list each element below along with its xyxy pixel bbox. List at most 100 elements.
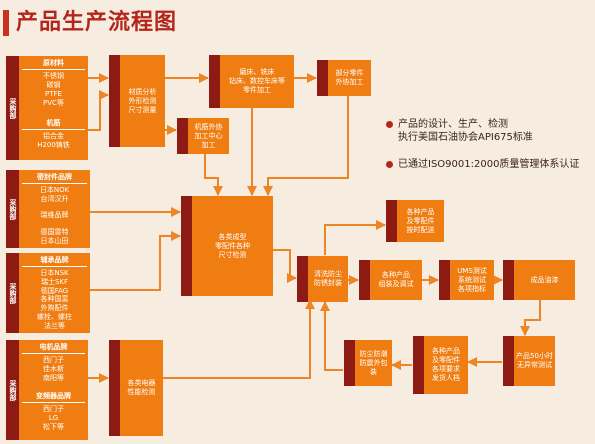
- dept-qc-label: 质检部: [111, 90, 119, 112]
- section-heading: 变频器品牌: [22, 392, 85, 403]
- dept-outsource-label: 外协部: [179, 125, 187, 147]
- arrow-alloy-to-qc1: [88, 90, 109, 131]
- arrow-qc2-to-warehouse: [273, 249, 297, 283]
- logistics-box: 物流部 各种产品 及零配件 按时配送: [386, 200, 444, 242]
- after-sales-box: 售后服务部 各种产品 及零配件 各项要求 发货人档: [413, 336, 468, 394]
- raw-material-box: 采购部 原材料 不锈钢 碳钢 PTFE PVC等 机筋 铝合金 H200铸铁: [6, 56, 88, 160]
- box-line: 各类成型: [218, 232, 247, 241]
- inverter-brand-section: 变频器品牌 西门子 LG 松下等: [22, 392, 85, 432]
- arrow-prod4-to-wh: [320, 301, 343, 371]
- section-body: 西门子 佳木斯 南阳等: [43, 356, 64, 382]
- box-line: 磨床、铣床: [239, 68, 275, 76]
- dept-qc-label: 质检部: [441, 269, 449, 291]
- box-line: 防锈封装: [314, 279, 342, 287]
- outsource-frame-box: 外协部 机筋外协 加工中心 加工: [177, 118, 229, 154]
- dept-after-sales-label: 售后服务部: [415, 347, 423, 383]
- frame-section: 机筋 铝合金 H200铸铁: [22, 119, 85, 150]
- box-line: 加工: [201, 140, 216, 149]
- box-line: 发货人档: [432, 374, 460, 382]
- section-body: 铝合金 H200铸铁: [37, 132, 70, 149]
- box-line: 清洗防尘: [314, 270, 342, 278]
- section-body: 德国雷特 日本山田: [40, 228, 69, 245]
- box-line: 部分零件: [335, 69, 364, 77]
- box-line: 机筋外协: [194, 122, 223, 131]
- arrow-aux-to-qc2: [90, 231, 181, 291]
- title-accent-bar: [3, 10, 9, 36]
- box-line: 成品油漆: [530, 275, 559, 284]
- box-line: 各项指标: [458, 284, 486, 293]
- dept-production-label: 生产部: [361, 269, 369, 291]
- arrow-out1-to-qc2: [263, 95, 349, 196]
- seal-brand-section: 密封件品牌 日本NOK 台湾汉升: [22, 173, 87, 204]
- dept-warehouse-label: 仓储部: [299, 268, 307, 290]
- dept-purchasing-label: 采购部: [6, 253, 19, 333]
- dept-production-label: 生产部: [211, 71, 219, 92]
- box-line: 及零配件: [432, 356, 460, 364]
- qc-material-box: 质检部 材质分析 外形检测 尺寸测量: [109, 55, 165, 147]
- box-line: 外形检测: [128, 96, 157, 105]
- section-heading: 原材料: [22, 59, 85, 70]
- section-body: 各种国富 外购配件 螺栓、螺柱 法兰等: [37, 295, 72, 330]
- dept-logistics-label: 物流部: [388, 210, 396, 232]
- section-body: 瑞维品牌: [40, 211, 69, 219]
- dept-purchasing-label: 采购部: [6, 56, 19, 160]
- bullet-icon: [386, 121, 393, 128]
- box-line: 组装及调试: [378, 280, 414, 288]
- dept-qc-label: 质检部: [505, 350, 513, 372]
- qc-parts-box: 质检部 各类成型 零配件各种 尺寸检测: [181, 196, 273, 296]
- seal-parts-box: 采购部 密封件品牌 日本NOK 台湾汉升 瑞维品牌 德国雷特 日本山田: [6, 170, 90, 248]
- box-line: 按时配送: [406, 225, 435, 234]
- aux-parts-box: 采购部 辅承品牌 日本NSK 瑞士SKF 德国FAG 各种国富 外购配件 螺栓、…: [6, 253, 90, 333]
- box-line: 各类电器: [127, 379, 156, 387]
- arrow-out2-to-qc2: [204, 152, 223, 196]
- motor-brand-section: 电机品牌 西门子 佳木斯 南阳等: [22, 343, 85, 383]
- box-line: 零件加工: [243, 86, 271, 94]
- box-line: 产品50小时: [516, 352, 553, 360]
- box-line: 尺寸测量: [128, 105, 157, 114]
- section-body: 西门子 LG 松下等: [43, 405, 64, 431]
- box-line: 零配件各种: [215, 241, 250, 250]
- section-heading: 机筋: [22, 119, 85, 130]
- box-line: 各种产品: [382, 271, 410, 279]
- note-line: 已通过ISO9001:2000质量管理体系认证: [398, 159, 580, 170]
- raw-material-section: 原材料 不锈钢 碳钢 PTFE PVC等: [22, 59, 85, 108]
- outsource-parts-box: 外协部 部分零件 外协加工: [317, 60, 371, 96]
- box-line: 各种产品: [432, 347, 460, 355]
- dept-qc-label: 质检部: [111, 377, 119, 399]
- seal-brand-section-3: 德国雷特 日本山田: [22, 228, 87, 246]
- dept-purchasing-label: 采购部: [6, 340, 19, 440]
- dept-production-label: 生产部: [505, 269, 513, 291]
- bearing-brand-section: 辅承品牌 日本NSK 瑞士SKF 德国FAG: [22, 256, 87, 296]
- section-heading: 密封件品牌: [22, 173, 87, 184]
- section-body: 日本NOK 台湾汉升: [39, 186, 70, 203]
- box-line: 系统测试: [458, 275, 486, 284]
- box-line: 各项要求: [432, 365, 460, 373]
- box-line: 钻床、数控车床等: [229, 77, 285, 85]
- box-line: 尺寸检测: [218, 250, 247, 259]
- section-heading: 电机品牌: [22, 343, 85, 354]
- production-paint-box: 生产部 成品油漆: [503, 260, 575, 300]
- box-line: 加工中心: [194, 131, 223, 140]
- production-machining-box: 生产部 磨床、铣床 钻床、数控车床等 零件加工: [209, 55, 294, 108]
- dept-qc-label: 质检部: [183, 235, 191, 257]
- qc-ums-box: 质检部 UMS测试 系统测试 各项指标: [439, 260, 494, 300]
- box-line: 无异常测试: [517, 361, 552, 369]
- motor-box: 采购部 电机品牌 西门子 佳木斯 南阳等 变频器品牌 西门子 LG 松下等: [6, 340, 88, 440]
- section-heading: 辅承品牌: [22, 256, 87, 267]
- box-line: 防震外包装: [359, 358, 388, 376]
- qc-endurance-box: 质检部 产品50小时 无异常测试: [503, 336, 555, 386]
- note-line: 执行美国石油协会API675标准: [398, 132, 533, 143]
- qc-electrical-box: 质检部 各类电器 性能检测: [109, 340, 163, 436]
- accessory-section: 各种国富 外购配件 螺栓、螺柱 法兰等: [22, 295, 87, 331]
- box-line: UMS测试: [457, 266, 487, 275]
- box-line: 及零配件: [406, 216, 435, 225]
- bullet-icon: [386, 161, 393, 168]
- note-line: 产品的设计、生产、检测: [398, 119, 508, 130]
- warehouse-box: 仓储部 清洗防尘 防锈封装: [297, 256, 348, 302]
- box-line: 外协加工: [335, 78, 364, 86]
- arrow-qcm-to-warehouse: [163, 299, 315, 379]
- arrow-wh-to-logistics: [324, 220, 386, 255]
- side-notes: 产品的设计、生产、检测 执行美国石油协会API675标准 已通过ISO9001:…: [386, 118, 592, 185]
- dept-purchasing-label: 采购部: [6, 170, 19, 248]
